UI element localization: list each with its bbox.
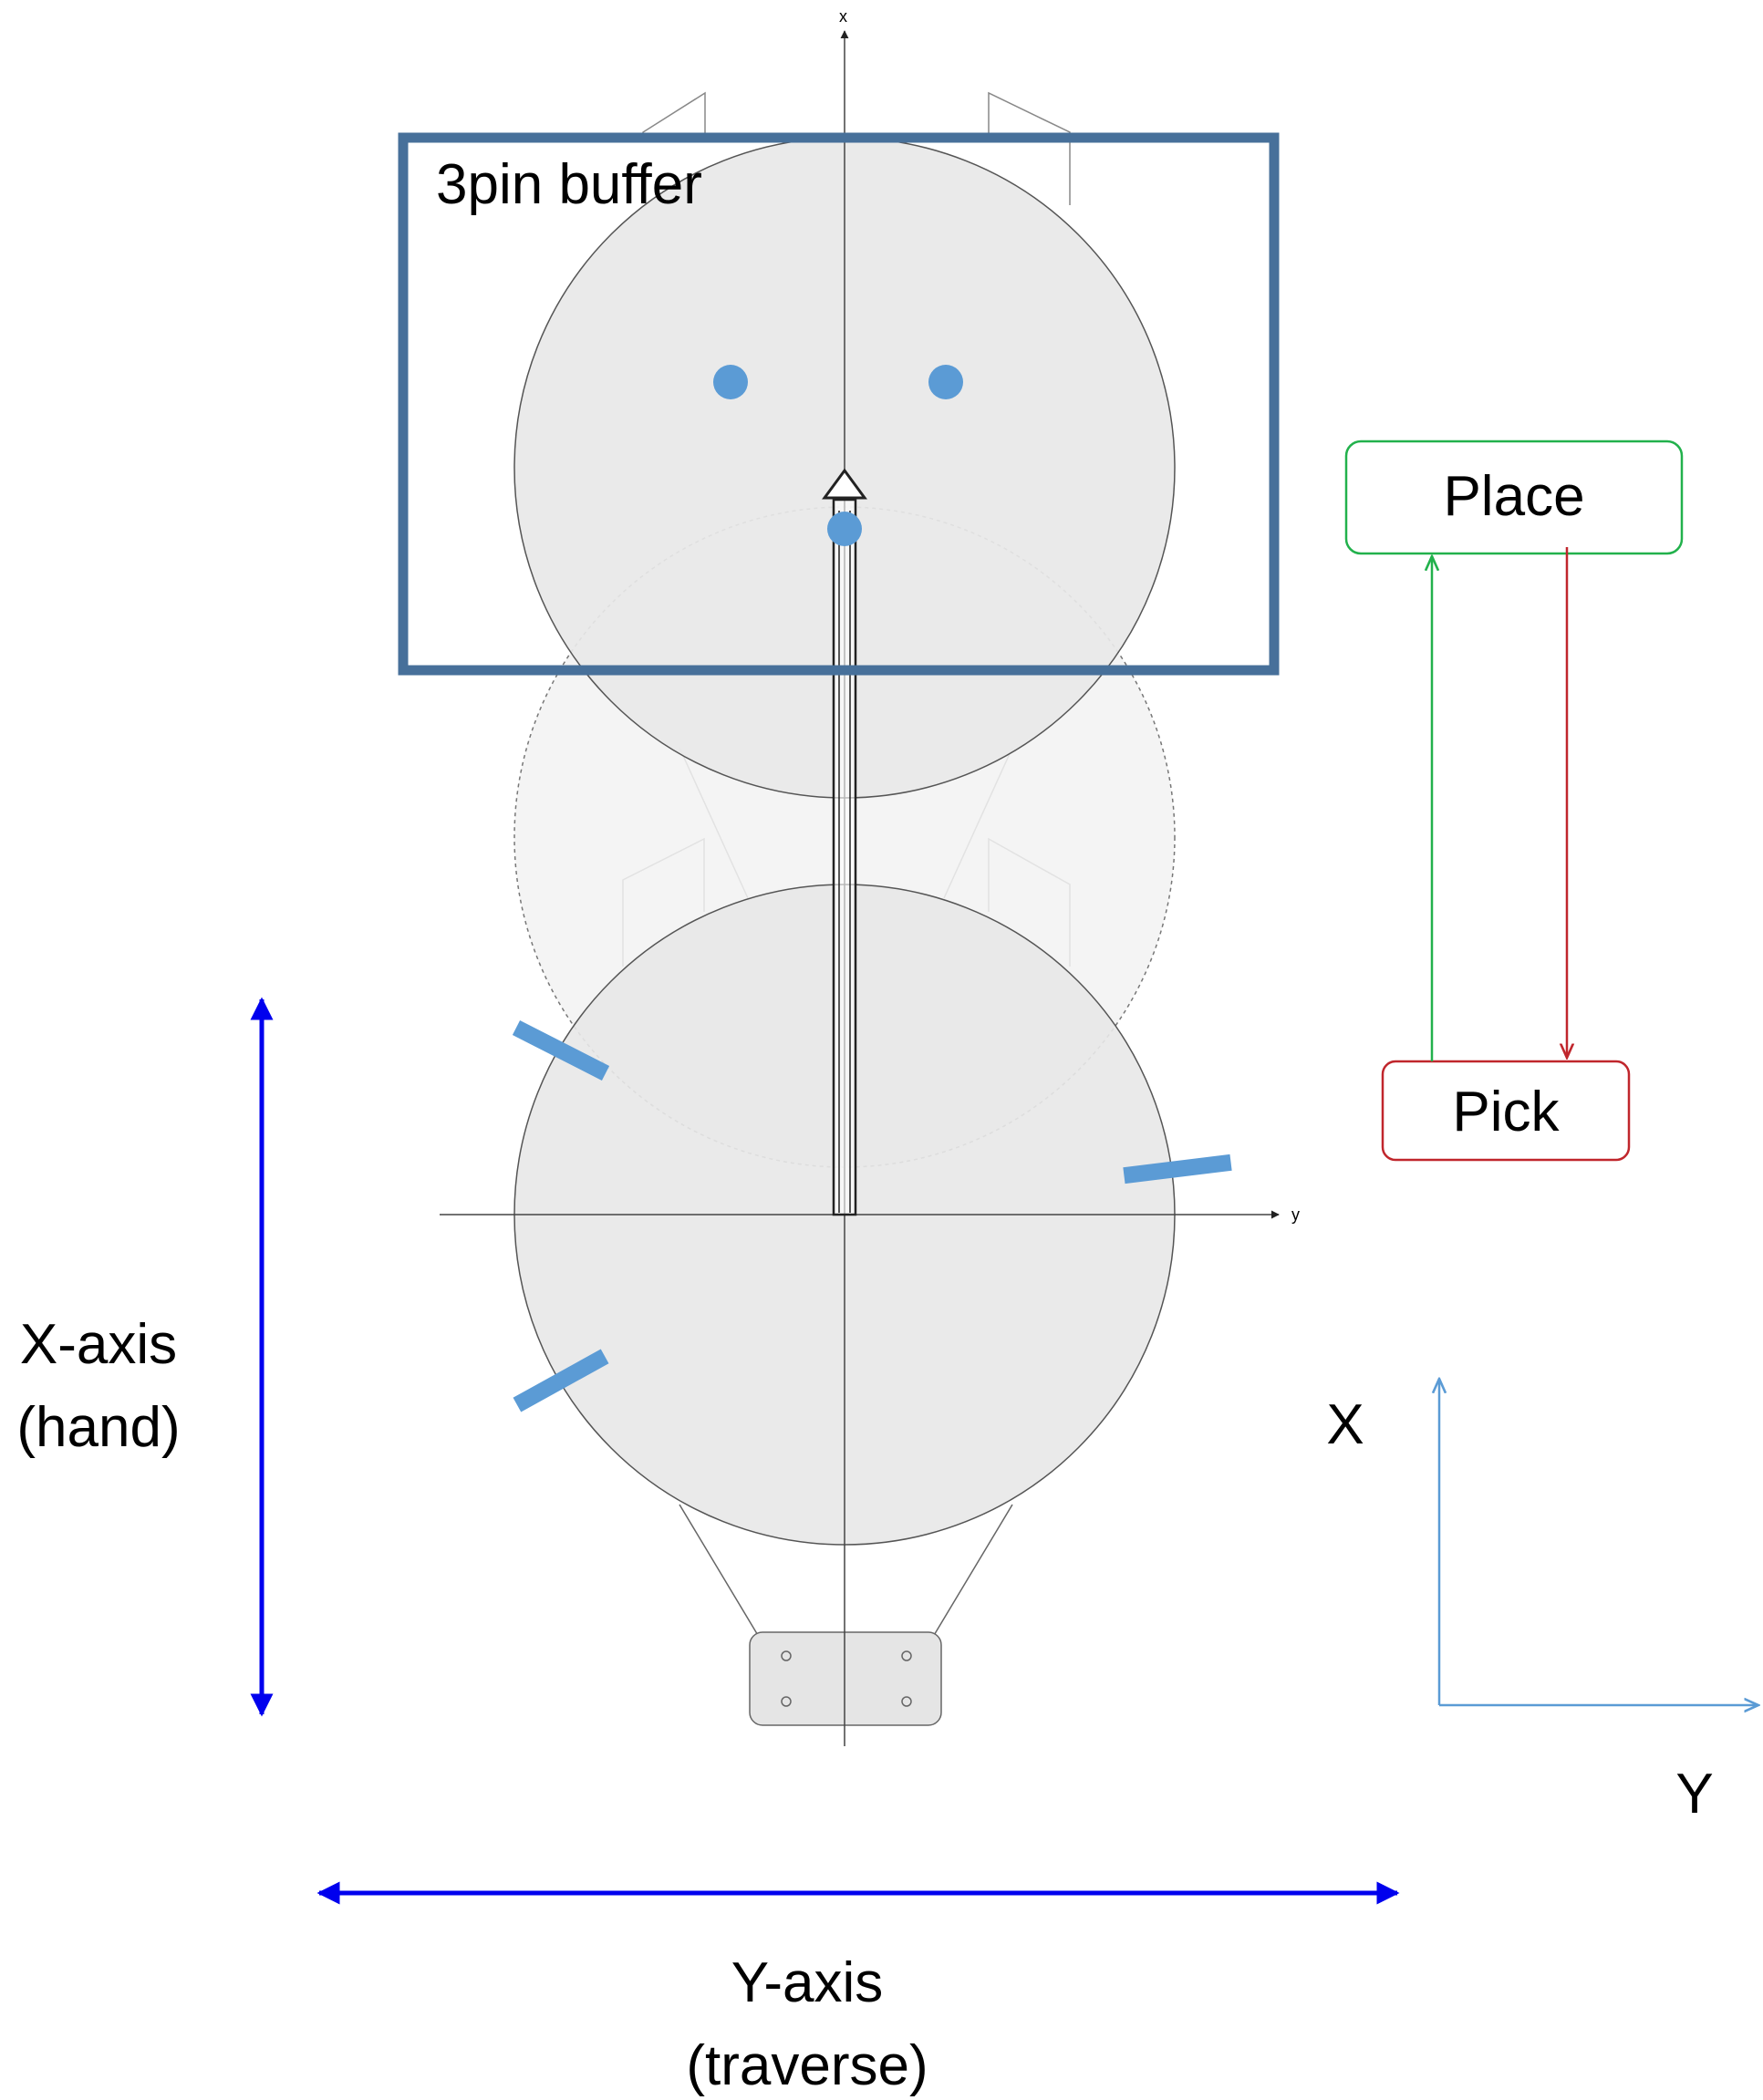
pick-box — [1381, 1060, 1631, 1162]
origin-x-tick-label: x — [839, 7, 847, 26]
frame-y-label: Y — [1675, 1763, 1713, 1826]
y-axis-label-line1: Y-axis — [731, 1951, 884, 2014]
top-finger-left — [642, 91, 706, 137]
x-axis-label-line2: (hand) — [16, 1396, 180, 1459]
place-label: Place — [1443, 465, 1584, 528]
pin-center — [827, 512, 862, 546]
clamp-left-bottom — [513, 1349, 609, 1412]
place-box — [1344, 440, 1684, 555]
effector-mount-plate — [749, 1631, 942, 1726]
pin-left — [713, 365, 748, 399]
buffer-box — [398, 132, 1280, 676]
y-axis-label-line2: (traverse) — [686, 2034, 928, 2097]
pick-label: Pick — [1452, 1081, 1560, 1143]
origin-y-tick-label: y — [1291, 1205, 1300, 1224]
x-axis-label-line1: X-axis — [20, 1313, 177, 1376]
pin-right — [928, 365, 963, 399]
mount-hole-1 — [781, 1650, 792, 1661]
clamp-right — [1123, 1153, 1232, 1184]
clamp-left-top — [512, 1020, 610, 1081]
transfer-stroke-arrow — [822, 468, 867, 1216]
effector-arm-left — [679, 1504, 762, 1642]
frame-x-label: X — [1326, 1393, 1364, 1456]
mount-hole-4 — [901, 1696, 912, 1707]
buffer-label: 3pin buffer — [436, 153, 702, 216]
effector-arm-right — [929, 1504, 1013, 1642]
mount-hole-3 — [781, 1696, 792, 1707]
mount-hole-2 — [901, 1650, 912, 1661]
top-finger-right — [988, 91, 1071, 205]
